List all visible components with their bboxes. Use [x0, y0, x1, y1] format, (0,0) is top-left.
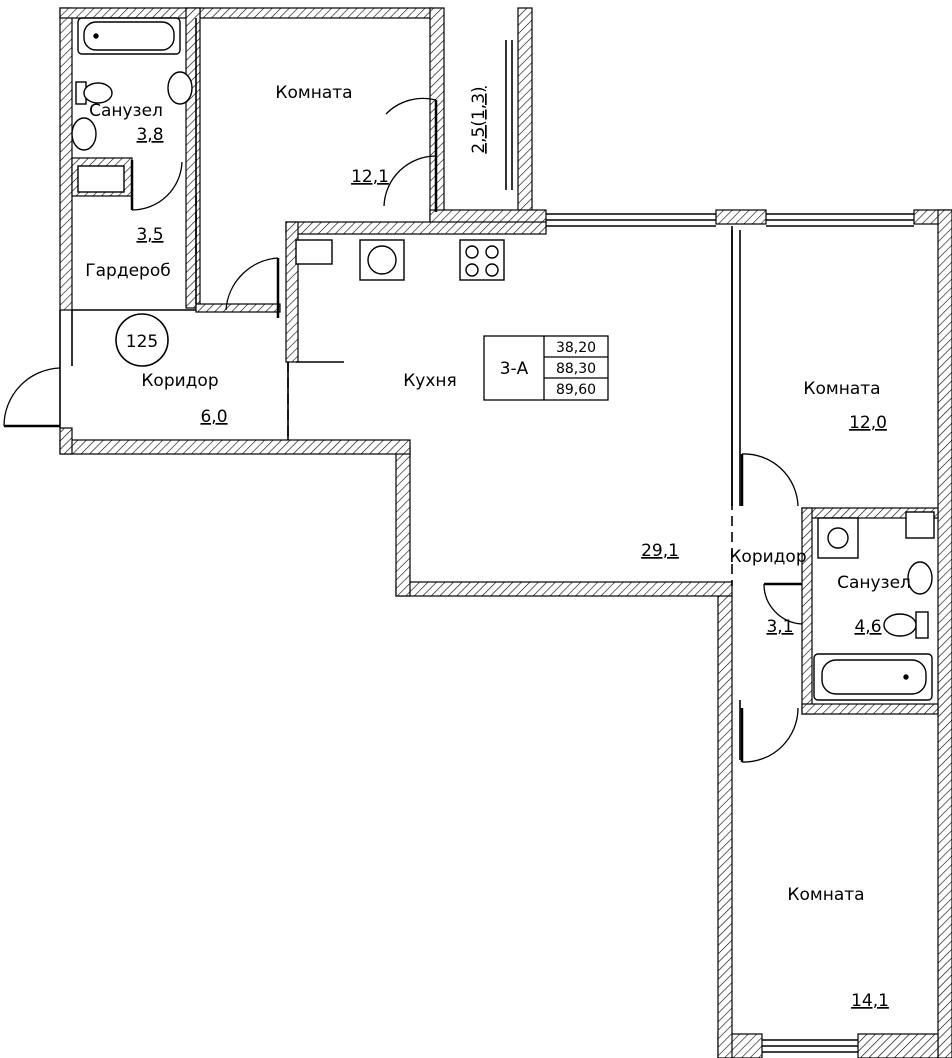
room-area-balcony: 2,5(1,3): [469, 86, 489, 153]
area-total: 88,30: [556, 361, 596, 377]
room-label-room-right: Комната: [803, 379, 880, 399]
room-label-corridor-left: Коридор: [141, 371, 218, 391]
sink-icon: [907, 561, 933, 595]
kitchen-sink-icon: [359, 239, 405, 281]
apartment-type-table: [483, 335, 609, 401]
toilet-icon: [883, 611, 929, 639]
apartment-type: 3-А: [500, 359, 529, 379]
room-area-wardrobe: 3,5: [136, 225, 163, 245]
room-label-kitchen: Кухня: [403, 371, 457, 391]
doors: [3, 97, 803, 763]
room-area-kitchen: 29,1: [641, 541, 679, 561]
stove-icon: [459, 239, 505, 281]
room-area-corridor-left: 6,0: [200, 407, 227, 427]
bathtub-icon: [813, 653, 933, 701]
area-total-with-balcony: 89,60: [556, 382, 596, 398]
room-label-corridor-right: Коридор: [729, 547, 806, 567]
exterior-walls: [59, 7, 952, 1058]
fixtures: [71, 17, 935, 701]
room-area-room-bottom: 14,1: [851, 991, 889, 1011]
apartment-number: 125: [126, 332, 158, 352]
room-label-bath-left: Санузел: [89, 101, 163, 121]
room-area-bath-right: 4,6: [854, 617, 881, 637]
room-label-wardrobe: Гардероб: [85, 261, 170, 281]
room-label-bath-right: Санузел: [837, 573, 911, 593]
washing-machine-icon: [817, 517, 859, 559]
bathtub-icon: [77, 17, 181, 55]
room-area-corridor-right: 3,1: [766, 617, 793, 637]
area-living: 38,20: [556, 340, 596, 356]
interior-lines: [59, 18, 914, 1053]
apartment-number-circle: [115, 313, 169, 367]
room-label-room-top: Комната: [275, 83, 352, 103]
sink-icon: [167, 71, 193, 105]
room-label-room-bottom: Комната: [787, 885, 864, 905]
room-area-room-top: 12,1: [351, 167, 389, 187]
room-area-bath-left: 3,8: [136, 125, 163, 145]
dashed-openings: [195, 196, 733, 586]
toilet-icon: [75, 81, 113, 105]
sink-icon: [71, 117, 97, 151]
room-area-room-right: 12,0: [849, 413, 887, 433]
